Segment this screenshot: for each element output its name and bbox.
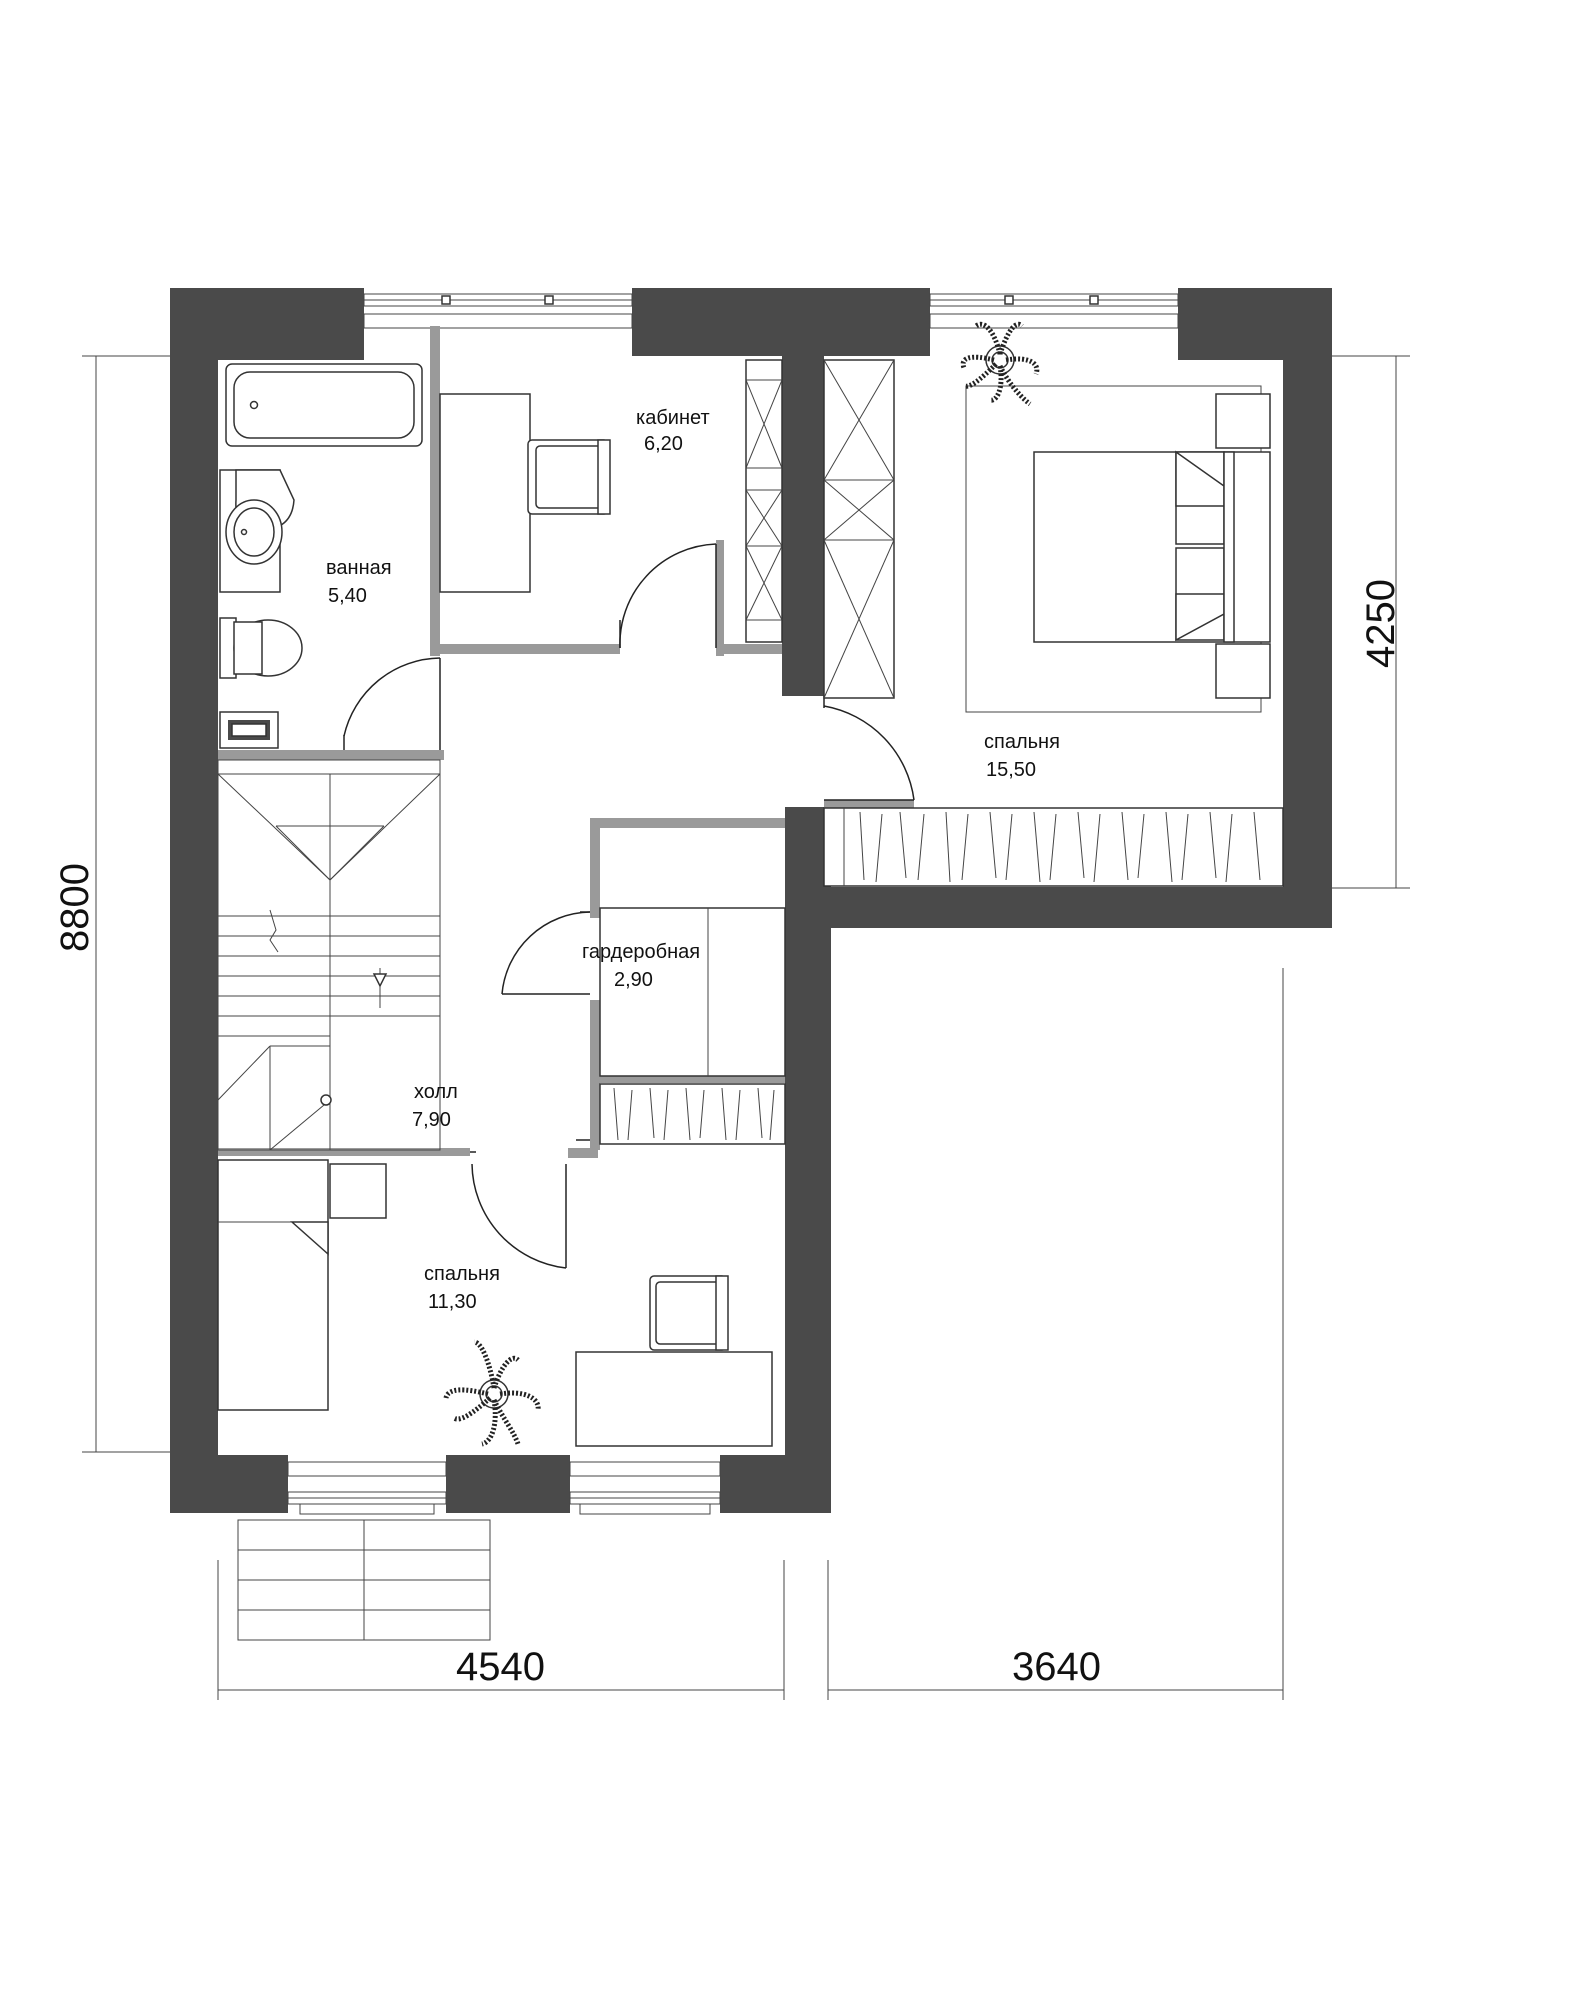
staircase (217, 759, 441, 1151)
doors (343, 543, 915, 1269)
small-bedroom-furniture (217, 1159, 773, 1447)
room-holl-area: 7,90 (412, 1109, 451, 1131)
dimension-lines (82, 355, 1410, 1700)
room-spalnya-small-area: 11,30 (428, 1291, 477, 1313)
exterior-walls (170, 288, 1332, 1513)
room-labels: кабинет 6,20 ванная 5,40 спальня 15,50 г… (326, 407, 1060, 1313)
plant-big-bedroom (960, 321, 1040, 407)
partitions (218, 326, 914, 1158)
room-garderobnaya-name: гардеробная (582, 941, 700, 963)
room-holl-name: холл (414, 1081, 458, 1103)
garderobnaya-furniture (599, 907, 786, 1145)
room-spalnya-big-name: спальня (984, 731, 1060, 753)
kabinet-furniture (439, 359, 783, 643)
room-vannaya-name: ванная (326, 557, 392, 579)
dim-left-height: 8800 (53, 863, 97, 952)
dimension-labels: 8800 4250 4540 3640 (53, 579, 1403, 1689)
room-kabinet-area: 6,20 (644, 433, 683, 455)
bathroom-fixtures (219, 363, 423, 749)
hangers-garderobnaya (613, 1087, 775, 1141)
big-bedroom-furniture (823, 321, 1284, 887)
plant-small-bedroom (443, 1339, 541, 1447)
room-kabinet-name: кабинет (636, 407, 710, 429)
room-vannaya-area: 5,40 (328, 585, 367, 607)
dim-bottom-left: 4540 (456, 1645, 545, 1689)
porch-steps (237, 1519, 491, 1641)
hangers-big (859, 811, 1261, 883)
dim-bottom-right: 3640 (1012, 1645, 1101, 1689)
room-spalnya-big-area: 15,50 (986, 759, 1036, 781)
room-spalnya-small-name: спальня (424, 1263, 500, 1285)
windows (287, 293, 1179, 1515)
room-garderobnaya-area: 2,90 (614, 969, 653, 991)
dim-right-height: 4250 (1359, 579, 1403, 668)
